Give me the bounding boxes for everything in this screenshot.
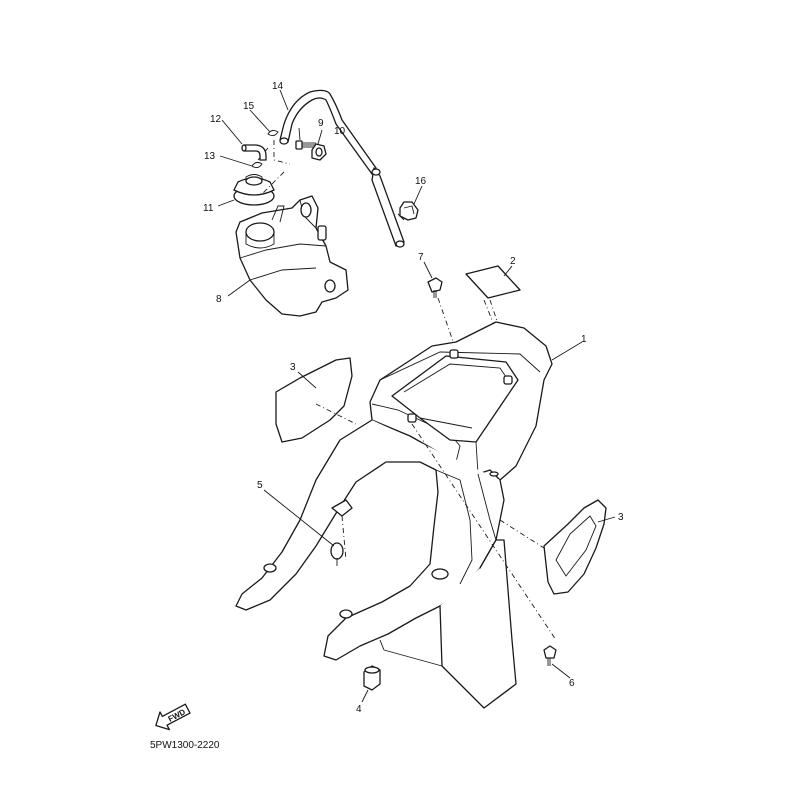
hose-clamp-16[interactable] (397, 201, 419, 221)
callout-10: 10 (334, 126, 346, 137)
small-hose-12[interactable] (241, 144, 267, 161)
side-pad-right[interactable] (499, 499, 607, 595)
bolt-7[interactable] (427, 277, 457, 351)
callout-2: 2 (510, 256, 516, 267)
callout-16: 16 (415, 176, 427, 187)
leader-lines (217, 89, 616, 703)
grommet-4[interactable] (363, 665, 381, 691)
callout-14: 14 (272, 81, 284, 92)
callout-3-right: 3 (618, 512, 624, 523)
overflow-hose[interactable] (279, 89, 405, 248)
callout-12: 12 (210, 114, 222, 125)
rear-fender[interactable] (235, 321, 557, 709)
callout-13: 13 (204, 151, 216, 162)
reservoir-cap[interactable] (233, 174, 275, 206)
screw-6[interactable] (543, 645, 557, 666)
callout-4: 4 (356, 704, 362, 715)
callout-6: 6 (569, 678, 575, 689)
callout-11: 11 (203, 203, 214, 214)
side-pad-left[interactable] (275, 357, 357, 443)
fwd-arrow-icon: FWD (155, 703, 191, 731)
callout-7: 7 (418, 252, 424, 263)
callout-1: 1 (581, 334, 587, 345)
hose-clip-15[interactable] (267, 129, 291, 165)
callout-9: 9 (318, 118, 324, 129)
nut-10[interactable] (261, 143, 327, 195)
drawing-code: 5PW1300-2220 (150, 740, 220, 751)
callout-5: 5 (257, 480, 263, 491)
callout-3-left: 3 (290, 362, 296, 373)
rivet-5[interactable] (330, 542, 344, 566)
callouts: 1 2 3 3 4 5 6 7 8 9 10 11 12 13 14 15 16 (203, 81, 624, 715)
reservoir-tank[interactable] (235, 195, 349, 317)
callout-15: 15 (243, 101, 255, 112)
callout-8: 8 (216, 294, 222, 305)
label-sticker[interactable] (465, 265, 521, 331)
